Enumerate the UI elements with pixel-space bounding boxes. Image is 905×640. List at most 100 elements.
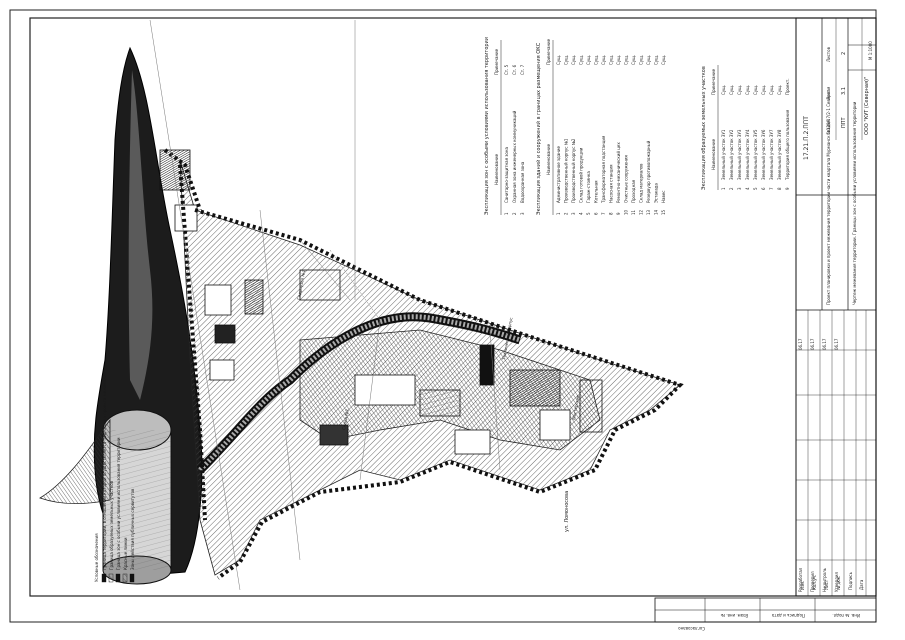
legend-title: Экспликация образуемых земельных участко… — [701, 66, 707, 190]
approved-label: Согласовано — [678, 626, 705, 631]
legend-row-name: Земельный участок ЗУ5 — [753, 129, 758, 180]
legend-col-header: Наименование — [546, 143, 551, 175]
sheet-value: 3.1 — [841, 87, 847, 95]
legend-swatch — [122, 573, 128, 583]
legend-row-name: Земельный участок ЗУ1 — [721, 129, 726, 180]
legend-row-number: 10 — [624, 209, 629, 215]
side-stamp-label: Подпись и дата — [771, 613, 805, 618]
zone-label: Мастерские — [571, 394, 580, 420]
legend-row-note: Сущ. — [631, 55, 636, 65]
stamp-date: 06.17 — [798, 338, 803, 350]
legend-row-name: Трансформаторная подстанция — [601, 135, 606, 204]
building — [539, 409, 571, 441]
legend-row-note: Сущ. — [737, 85, 742, 95]
stamp-column-header: Лист — [824, 579, 829, 590]
legend-title: Экспликация зон с особыми условиями испо… — [484, 37, 490, 215]
building — [419, 389, 461, 417]
buildings — [159, 149, 603, 455]
legend-row-name: Санитарно-защитная зона — [504, 147, 509, 203]
legend-row-name: Земельный участок ЗУ3 — [737, 129, 742, 180]
project-title: Проект планировки и проект межевания тер… — [826, 86, 831, 305]
legend-row-note: Ст. 6 — [512, 64, 517, 75]
legend-row-number: 1 — [504, 212, 509, 215]
legend-row-note: Ст. 7 — [520, 64, 525, 75]
stage-value: ППТ — [841, 116, 847, 128]
legend-row-note: Сущ. — [769, 85, 774, 95]
street-label: ул. Ломоносова — [564, 491, 570, 532]
legend-row-number: 14 — [654, 209, 659, 215]
sheets-header: Листов — [826, 46, 831, 62]
legend-symbols: Условные обозначения Граница территории,… — [94, 372, 135, 583]
legend-row-note: Сущ. — [556, 55, 561, 65]
legend-col-header: Наименование — [711, 138, 716, 170]
legend-plots: Экспликация образуемых земельных участко… — [701, 65, 790, 190]
stamp-date: 06.17 — [822, 338, 827, 350]
legend-row-number: 15 — [661, 209, 666, 215]
legend-row-number: 2 — [564, 212, 569, 215]
legend-symbol-label: Граница образуемых земельных участков — [109, 480, 114, 570]
legend-symbol-label: Зоны действия публичных сервитутов — [130, 488, 135, 570]
legend-row-name: Резервуар противопожарный — [646, 140, 651, 203]
legend-row-note: Сущ. — [721, 85, 726, 95]
building — [204, 284, 232, 316]
legend-row-name: Территория общего пользования — [785, 109, 790, 181]
legend-title: Условные обозначения — [94, 533, 99, 582]
legend-row-name: Эстакада — [654, 183, 659, 203]
site-plan: ул. Ломоносова Гидроузел №1 Склад №2 Тех… — [39, 19, 684, 591]
legend-row-number: 5 — [753, 187, 758, 190]
legend-col-header: Наименование — [494, 153, 499, 185]
legend-row-note: Сущ. — [753, 85, 758, 95]
road-overpass-inner — [198, 314, 521, 472]
legend-row-note: Сущ. — [601, 55, 606, 65]
legend-row-number: 4 — [579, 212, 584, 215]
legend-row-number: 13 — [646, 209, 651, 215]
grid-lines — [149, 19, 501, 591]
legend-row-note: Сущ. — [609, 55, 614, 65]
stamp-role: Н.контроль — [822, 567, 827, 592]
zone-label: Склад №2 — [341, 408, 350, 430]
legend-row-number: 3 — [571, 212, 576, 215]
building — [479, 344, 495, 386]
legend-title: Экспликация зданий и сооружений в границ… — [535, 42, 542, 215]
legend-row-name: Административное здание — [556, 146, 561, 203]
legend-row-note: Сущ. — [639, 55, 644, 65]
legend-row-note: Сущ. — [624, 55, 629, 65]
scale: М 1:1000 — [868, 41, 873, 60]
legend-row-note: Сущ. — [616, 55, 621, 65]
legend-row-name: Склад материалов — [639, 163, 644, 203]
legend-row-note: Сущ. — [586, 55, 591, 65]
legend-row-name: Земельный участок ЗУ7 — [769, 129, 774, 180]
legend-row-name: Насосная станция — [609, 164, 614, 203]
stamp-role: Проверил — [810, 571, 815, 592]
drawing-code: 17.21.П.2.ППТ — [803, 116, 810, 160]
building — [579, 379, 603, 433]
stamp-column-header: Изм. — [800, 581, 805, 590]
building — [244, 279, 264, 315]
legend-row-number: 12 — [639, 209, 644, 215]
building — [209, 359, 235, 381]
side-stamp-label: Инв. № подл. — [832, 613, 860, 618]
legend-row-number: 7 — [769, 187, 774, 190]
legend-row-number: 8 — [777, 187, 782, 190]
legend-row-note: Сущ. — [579, 55, 584, 65]
legend-swatch — [115, 573, 121, 583]
legend-row-note: Ст. 5 — [504, 64, 509, 75]
legend-row-number: 7 — [601, 212, 606, 215]
legend-zones: Экспликация зон с особыми условиями испо… — [484, 37, 525, 215]
building — [319, 424, 349, 446]
terrain-highlight — [128, 70, 153, 400]
legend-row-number: 5 — [586, 212, 591, 215]
legend-row-name: Водоохранная зона — [520, 161, 525, 203]
legend-row-number: 6 — [594, 212, 599, 215]
legend-symbol-label: Граница зон с особыми условиями использо… — [116, 437, 121, 570]
legend-row-name: Земельный участок ЗУ6 — [761, 129, 766, 180]
legend-row-note: Сущ. — [654, 55, 659, 65]
legend-row-note: Сущ. — [661, 55, 666, 65]
legend-col-header: Примечание — [546, 38, 551, 65]
legend-row-note: Сущ. — [564, 55, 569, 65]
stamp-role: Утвердил — [834, 572, 839, 592]
legend-row-name: Проходная — [631, 179, 636, 203]
legend-row-note: Сущ. — [761, 85, 766, 95]
legend-row-number: 9 — [616, 212, 621, 215]
legend-row-number: 3 — [520, 212, 525, 215]
